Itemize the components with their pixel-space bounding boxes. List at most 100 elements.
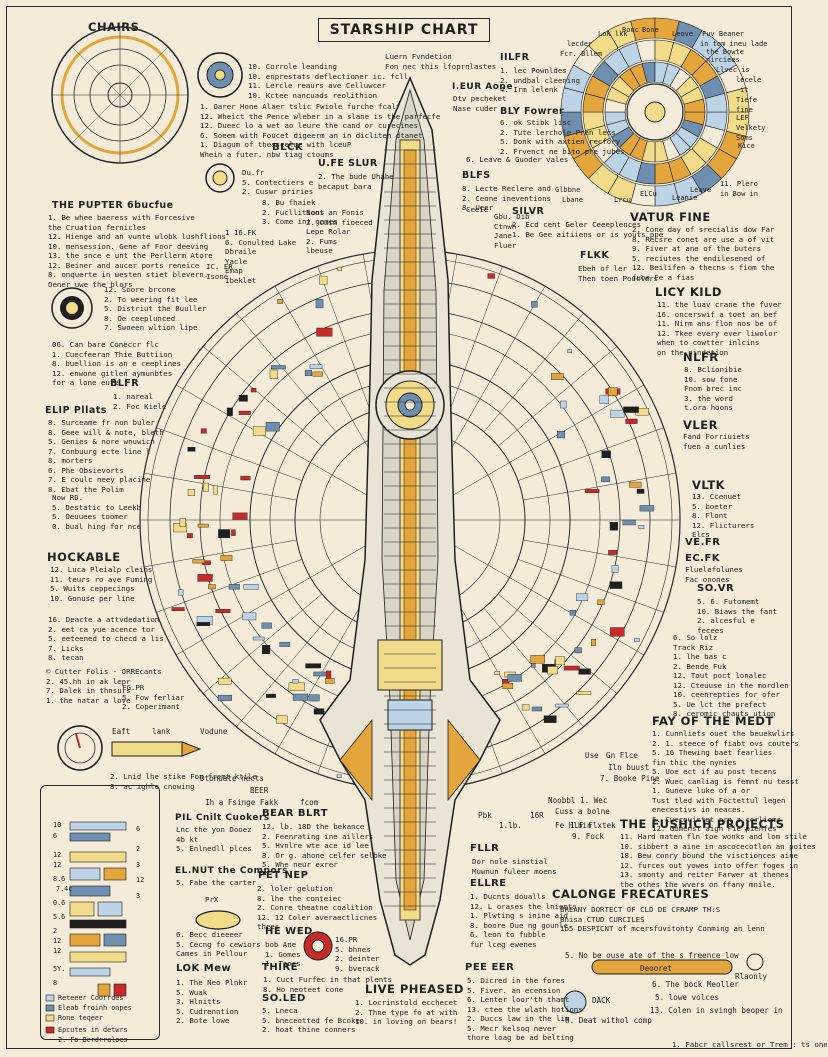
text-line: 7. Swoeen wltion lipe — [104, 323, 198, 332]
text-line: 13. smonty and reiter Farwer at thenes — [620, 870, 790, 879]
radar-marker — [560, 400, 567, 409]
mid-label: BEER — [250, 786, 269, 795]
radar-marker — [231, 529, 236, 536]
radar-spoke — [509, 577, 644, 656]
heading-he-wed: HE WED — [265, 926, 313, 937]
small-dial-mid — [205, 163, 235, 193]
text-line: 8. ac ighle cnowing — [110, 781, 195, 791]
text-line: 2. 45.hh in ak lepr — [46, 676, 131, 686]
text-line: fecees — [697, 625, 724, 635]
radar-marker — [179, 517, 186, 527]
text-line: 12. Luca Pleialp cleins — [50, 565, 153, 574]
radar-marker — [610, 409, 625, 418]
text-line: 12. Beilifen a thecns s fiom the — [632, 263, 775, 272]
heading-silvr: SILVR — [512, 206, 545, 217]
text-line: 12. Wheict the Pence wleber in a slane i… — [200, 111, 441, 121]
heading-bear: BEAR BLRT — [262, 808, 328, 819]
text-line: 8. Surceame fr non buler — [48, 418, 155, 427]
text-line: 5. Fiver. an ecension — [467, 985, 561, 995]
text-line: 5. Hvnlre wte ace id lee — [262, 841, 369, 850]
wheel-label: it — [740, 86, 749, 94]
text-line: 7. E coulc neey placine — [48, 475, 151, 484]
legend-label: 8 — [53, 979, 58, 987]
text-line: 2. Ceone ineventions — [462, 193, 551, 203]
legend-label: Rone teqeer — [58, 1014, 104, 1022]
heading-flkk: FLKK — [580, 250, 610, 261]
calonge-label: Rlaonly — [735, 972, 768, 981]
radar-marker — [238, 410, 251, 415]
text-line: 2. Ecd cent Geler Ceeeplences — [512, 220, 642, 229]
radar-marker — [634, 638, 640, 642]
small-dial-top — [197, 52, 243, 98]
text-line: 5. reciutes the endilesened of — [632, 253, 766, 263]
heading-vltk: VLTK — [692, 478, 726, 492]
radar-marker — [609, 522, 618, 531]
radar-marker — [252, 426, 266, 436]
text-line: 12. Beiner and aucer ports reneice — [48, 260, 200, 270]
radar-marker — [305, 663, 321, 669]
text-line: 10. Biaws the fant — [697, 606, 778, 616]
heading-licy: LICY KILD — [655, 285, 722, 299]
text-line: 5. Dicred in the fores — [467, 976, 565, 985]
heading-chairs: CHAIRS — [88, 20, 140, 34]
radar-marker — [543, 715, 557, 723]
text-line: 11. the luav crane the fuver — [657, 300, 782, 309]
mid-label: lank — [152, 727, 171, 736]
wheel-label: 11. Plero — [720, 180, 758, 188]
text-line: Emap — [225, 266, 243, 275]
legend-swatch — [45, 994, 55, 1002]
wheel-label: Bone — [642, 26, 659, 34]
radar-marker — [487, 273, 495, 279]
text-line: thees — [257, 922, 280, 931]
radar-marker — [266, 693, 276, 698]
text-line: 6. Phe Obsievorts — [48, 465, 124, 475]
wheel-label: LEF — [736, 114, 749, 122]
text-line: 5. Fabe the carter — [176, 878, 257, 887]
text-line: 2. deinter — [335, 954, 380, 963]
legend-swatch — [69, 967, 111, 977]
wheel-sector — [683, 98, 706, 113]
radar-spoke — [444, 462, 510, 501]
text-line: 5. boeter — [692, 501, 733, 511]
text-line: 9. Fiver at ane of the buters — [632, 244, 762, 253]
radar-marker — [218, 677, 232, 685]
text-line: Dbraile — [225, 247, 257, 256]
mid-label: Ih a Fsinge Fakk — [205, 798, 279, 807]
calonge-label: 5. lowe volces — [655, 993, 720, 1002]
radar-marker — [567, 349, 572, 353]
heading-live: LIVE PHEASED — [365, 982, 464, 996]
radar-spoke — [236, 313, 337, 433]
text-line: 5. Donk with axtien recfory — [500, 137, 621, 146]
text-line: 12. Tkee every ever liwolor — [657, 328, 778, 338]
text-line: 1. lec Pownldes — [500, 66, 567, 75]
radar-marker — [597, 599, 605, 605]
radar-marker — [242, 612, 257, 621]
text-line: the othes the wvers on ffany mnile. — [620, 879, 776, 889]
text-line: 18. Bew conry bound the visctionces aine — [620, 851, 798, 860]
radar-marker — [215, 608, 231, 614]
mid-label: 1.lb. — [499, 821, 522, 830]
text-line: Lnc the yon Dooez — [176, 825, 252, 834]
radar-spoke — [483, 313, 584, 433]
text-line: 1. Diagum of thesseelue with lceuP — [200, 140, 352, 149]
gauge-dial-lower-left — [57, 725, 103, 771]
radar-marker — [608, 550, 617, 555]
text-line: 10. enprestats deflectioner ic. fcll — [248, 71, 409, 81]
radar-marker — [502, 682, 514, 689]
bottom-right-capsule — [563, 953, 764, 1014]
text-line: 2. Tute lerchole Pren lecs — [500, 127, 616, 137]
text-block-pupter-list: 1. Be whee baeress with Forcesive the Cr… — [48, 213, 226, 289]
legend-swatches — [45, 821, 127, 1034]
heading-bly: BLY Fowrer — [500, 106, 565, 117]
text-line: Jane — [494, 231, 512, 240]
text-line: 9. bverack — [335, 963, 380, 973]
radar-marker — [551, 373, 564, 380]
